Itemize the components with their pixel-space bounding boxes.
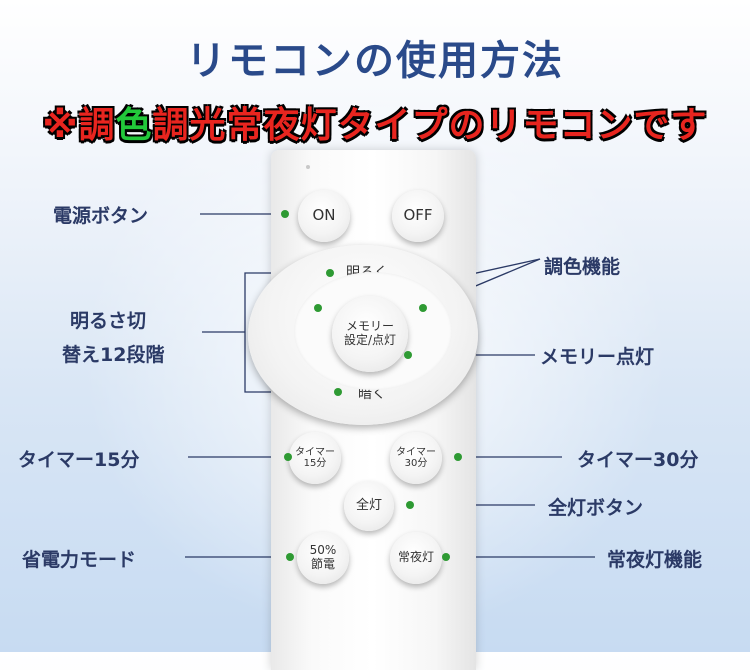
subtitle-part-3: 調光常夜灯タイプのリモコンです: [152, 105, 708, 146]
marker-dot-memory: [404, 351, 412, 359]
memory-button-line1: メモリー: [345, 319, 394, 334]
subtitle-part-1: ※調: [42, 105, 116, 146]
off-button-label: OFF: [403, 206, 433, 225]
label-brightness-line1: 明るさ切: [70, 310, 147, 332]
marker-dot-timer30: [454, 453, 462, 461]
on-button[interactable]: ON: [298, 190, 350, 242]
all-on-button[interactable]: 全灯: [344, 481, 394, 531]
page-title: リモコンの使用方法: [186, 38, 564, 84]
label-timer30: タイマー30分: [577, 449, 699, 471]
label-power: 電源ボタン: [53, 205, 149, 227]
marker-dot-bright: [326, 269, 334, 277]
memory-button-line2: 設定/点灯: [343, 333, 397, 347]
timer-15-line2: 15分: [303, 458, 327, 469]
eco-line2: 節電: [310, 557, 335, 571]
label-eco: 省電力モード: [22, 549, 137, 571]
memory-button[interactable]: メモリー 設定/点灯: [332, 296, 408, 372]
marker-dot-all-on: [406, 501, 414, 509]
marker-dot-night: [442, 553, 450, 561]
marker-dot-dark: [334, 388, 342, 396]
off-button[interactable]: OFF: [392, 190, 444, 242]
label-night: 常夜灯機能: [607, 549, 703, 571]
eco-button[interactable]: 50% 節電: [297, 532, 349, 584]
marker-dot-power: [281, 210, 289, 218]
label-brightness-line2: 替え12段階: [62, 344, 165, 366]
marker-dot-timer15: [284, 453, 292, 461]
on-button-label: ON: [312, 206, 336, 225]
all-on-button-label: 全灯: [355, 497, 382, 513]
night-light-button[interactable]: 常夜灯: [390, 532, 442, 584]
page-subtitle: ※調色調光常夜灯タイプのリモコンです: [0, 96, 750, 148]
dark-button[interactable]: 暗く: [358, 386, 386, 402]
label-timer15: タイマー15分: [18, 449, 140, 471]
eco-line1: 50%: [309, 543, 337, 558]
marker-dot-white: [314, 304, 322, 312]
timer-15-button[interactable]: タイマー 15分: [289, 432, 341, 484]
marker-dot-eco: [286, 553, 294, 561]
label-memory: メモリー点灯: [540, 346, 655, 368]
label-color: 調色機能: [544, 256, 621, 278]
night-light-button-label: 常夜灯: [397, 550, 434, 565]
indicator-led: [306, 165, 310, 169]
timer-15-line1: タイマー: [295, 446, 335, 458]
subtitle-part-2: 色: [115, 105, 153, 146]
label-all-on: 全灯ボタン: [548, 497, 644, 519]
marker-dot-warm: [419, 304, 427, 312]
timer-30-line1: タイマー: [396, 446, 436, 458]
timer-30-line2: 30分: [404, 458, 428, 469]
timer-30-button[interactable]: タイマー 30分: [390, 432, 442, 484]
